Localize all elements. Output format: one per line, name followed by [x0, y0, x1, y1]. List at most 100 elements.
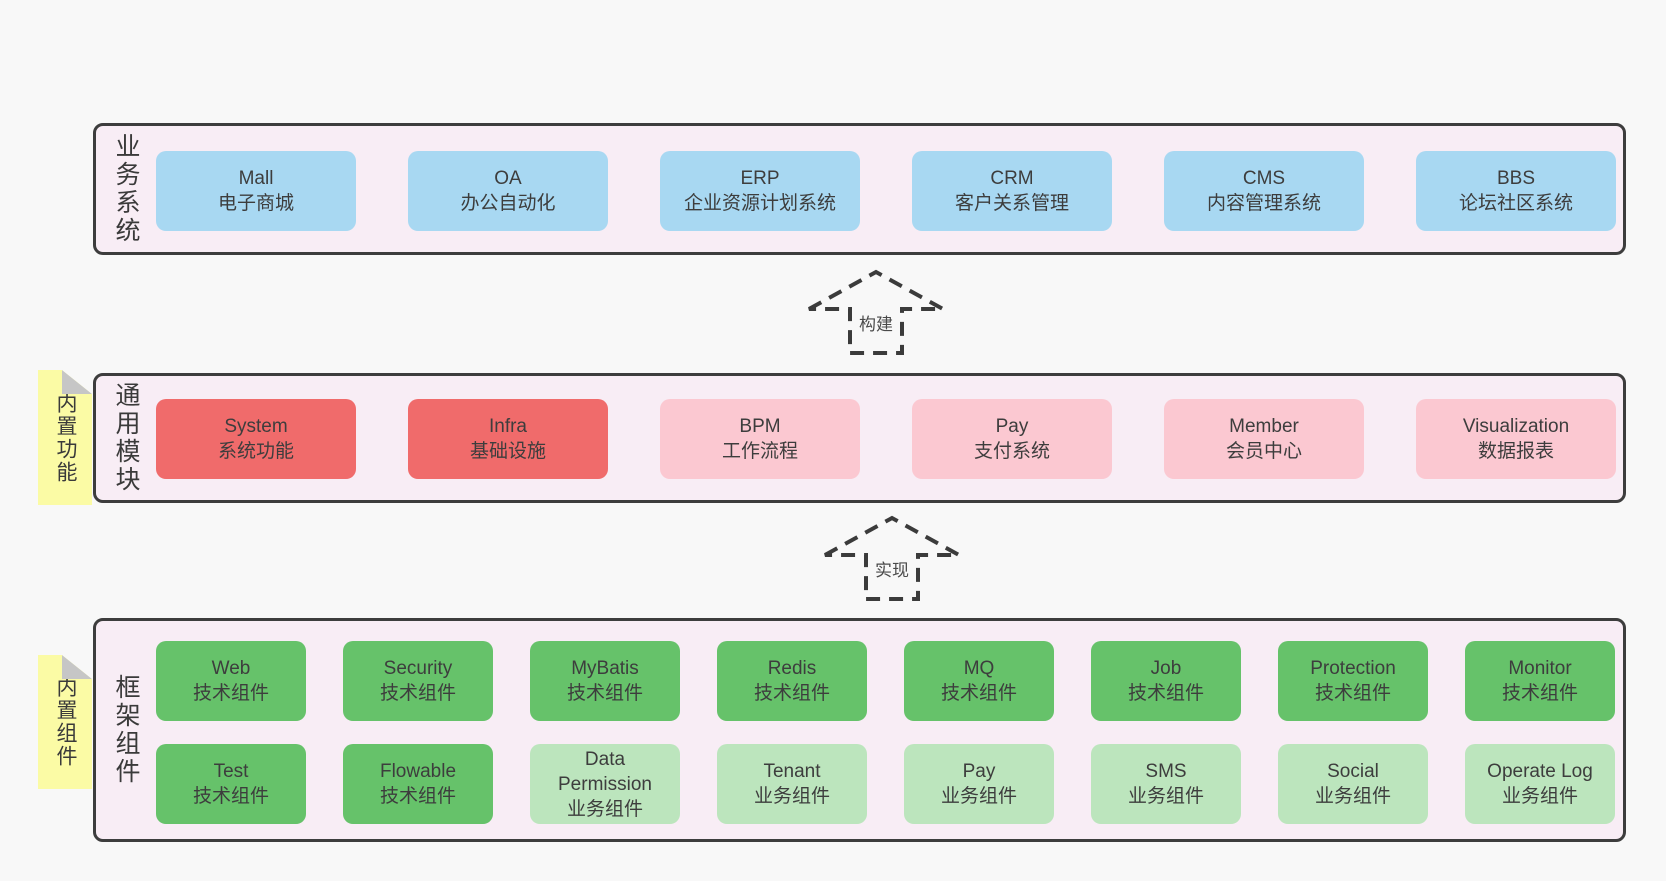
- box-pay: Pay 业务组件: [904, 744, 1054, 824]
- layer-side-label: 通用模块: [112, 382, 140, 494]
- box-security: Security 技术组件: [343, 641, 493, 721]
- box-member: Member 会员中心: [1164, 399, 1364, 479]
- box-data-permission: Data Permission 业务组件: [530, 744, 680, 824]
- box-subtitle: 支付系统: [973, 441, 1050, 462]
- box-subtitle: 技术组件: [566, 683, 643, 704]
- box-subtitle: 技术组件: [379, 786, 456, 807]
- box-cms: CMS 内容管理系统: [1164, 151, 1364, 231]
- box-mall: Mall 电子商城: [156, 151, 356, 231]
- arrow-label: 构建: [856, 310, 896, 335]
- box-title: MyBatis: [571, 658, 639, 679]
- box-infra: Infra 基础设施: [408, 399, 608, 479]
- box-title: Tenant: [763, 761, 821, 782]
- box-title: Flowable: [379, 761, 457, 782]
- box-subtitle: 论坛社区系统: [1458, 193, 1573, 214]
- box-title: Operate Log: [1487, 761, 1593, 782]
- box-title: Infra: [488, 416, 528, 437]
- box-test: Test 技术组件: [156, 744, 306, 824]
- box-subtitle: 数据报表: [1477, 441, 1554, 462]
- box-system: System 系统功能: [156, 399, 356, 479]
- box-job: Job 技术组件: [1091, 641, 1241, 721]
- layer-side-label: 框架组件: [112, 674, 140, 786]
- box-title: CMS: [1242, 168, 1286, 189]
- box-title: Job: [1150, 658, 1182, 679]
- box-subtitle: 业务组件: [940, 786, 1017, 807]
- box-title: SMS: [1145, 761, 1187, 782]
- box-mq: MQ 技术组件: [904, 641, 1054, 721]
- sticky-tag-label: 内置功能: [54, 391, 77, 484]
- box-title: OA: [494, 168, 522, 189]
- box-subtitle: 技术组件: [192, 786, 269, 807]
- sticky-tag-built-in-features: 内置功能: [38, 370, 92, 505]
- box-subtitle: 电子商城: [217, 193, 294, 214]
- box-title: Monitor: [1508, 658, 1572, 679]
- box-title: Redis: [767, 658, 817, 679]
- box-title: Pay: [962, 761, 996, 782]
- box-flowable: Flowable 技术组件: [343, 744, 493, 824]
- box-bbs: BBS 论坛社区系统: [1416, 151, 1616, 231]
- box-erp: ERP 企业资源计划系统: [660, 151, 860, 231]
- box-title: Web: [211, 658, 251, 679]
- box-title: Visualization: [1462, 416, 1570, 437]
- box-title: BBS: [1496, 168, 1536, 189]
- box-title: Pay: [995, 416, 1029, 437]
- box-pay: Pay 支付系统: [912, 399, 1112, 479]
- box-subtitle: 业务组件: [753, 786, 830, 807]
- box-title: Mall: [238, 168, 274, 189]
- box-subtitle: 企业资源计划系统: [683, 193, 836, 214]
- dashed-up-arrow-icon: [824, 515, 960, 601]
- layer-common-modules: 通用模块 System 系统功能 Infra 基础设施 BPM 工作流程 Pay 支付系统 Me…: [93, 373, 1626, 503]
- box-crm: CRM 客户关系管理: [912, 151, 1112, 231]
- box-title: CRM: [990, 168, 1034, 189]
- box-title: BPM: [739, 416, 781, 437]
- box-operate-log: Operate Log 业务组件: [1465, 744, 1615, 824]
- box-subtitle: 技术组件: [940, 683, 1017, 704]
- box-redis: Redis 技术组件: [717, 641, 867, 721]
- dashed-up-arrow-icon: [808, 269, 944, 355]
- box-subtitle: 基础设施: [469, 441, 546, 462]
- box-subtitle: 业务组件: [1127, 786, 1204, 807]
- box-mybatis: MyBatis 技术组件: [530, 641, 680, 721]
- box-bpm: BPM 工作流程: [660, 399, 860, 479]
- box-subtitle: 业务组件: [1501, 786, 1578, 807]
- box-subtitle: 内容管理系统: [1206, 193, 1321, 214]
- build-arrow: 构建: [806, 268, 946, 356]
- box-subtitle: 技术组件: [1127, 683, 1204, 704]
- box-subtitle: 技术组件: [1501, 683, 1578, 704]
- box-subtitle: 业务组件: [566, 798, 643, 820]
- arrow-label: 实现: [872, 556, 912, 581]
- box-visualization: Visualization 数据报表: [1416, 399, 1616, 479]
- box-title: Member: [1229, 416, 1299, 437]
- layer-side-label: 业务系统: [112, 133, 140, 245]
- box-title: System: [224, 416, 288, 437]
- sticky-tag-label: 内置组件: [54, 676, 77, 768]
- implement-arrow: 实现: [822, 514, 962, 602]
- sticky-tag-built-in-components: 内置组件: [38, 655, 92, 789]
- box-subtitle: 工作流程: [721, 441, 798, 462]
- box-title: ERP: [740, 168, 780, 189]
- box-web: Web 技术组件: [156, 641, 306, 721]
- box-row: System 系统功能 Infra 基础设施 BPM 工作流程 Pay 支付系统 Member 会…: [156, 399, 1616, 479]
- box-title: Security: [383, 658, 453, 679]
- box-title: Protection: [1310, 658, 1396, 679]
- box-subtitle: 客户关系管理: [954, 193, 1069, 214]
- box-sms: SMS 业务组件: [1091, 744, 1241, 824]
- box-subtitle: 技术组件: [379, 683, 456, 704]
- box-subtitle: 系统功能: [217, 441, 294, 462]
- box-title: Test: [213, 761, 249, 782]
- box-title: Social: [1327, 761, 1379, 782]
- box-subtitle: 技术组件: [753, 683, 830, 704]
- box-title: MQ: [963, 658, 995, 679]
- box-title: Data Permission: [558, 748, 652, 795]
- box-tenant: Tenant 业务组件: [717, 744, 867, 824]
- box-subtitle: 技术组件: [192, 683, 269, 704]
- box-subtitle: 会员中心: [1225, 441, 1302, 462]
